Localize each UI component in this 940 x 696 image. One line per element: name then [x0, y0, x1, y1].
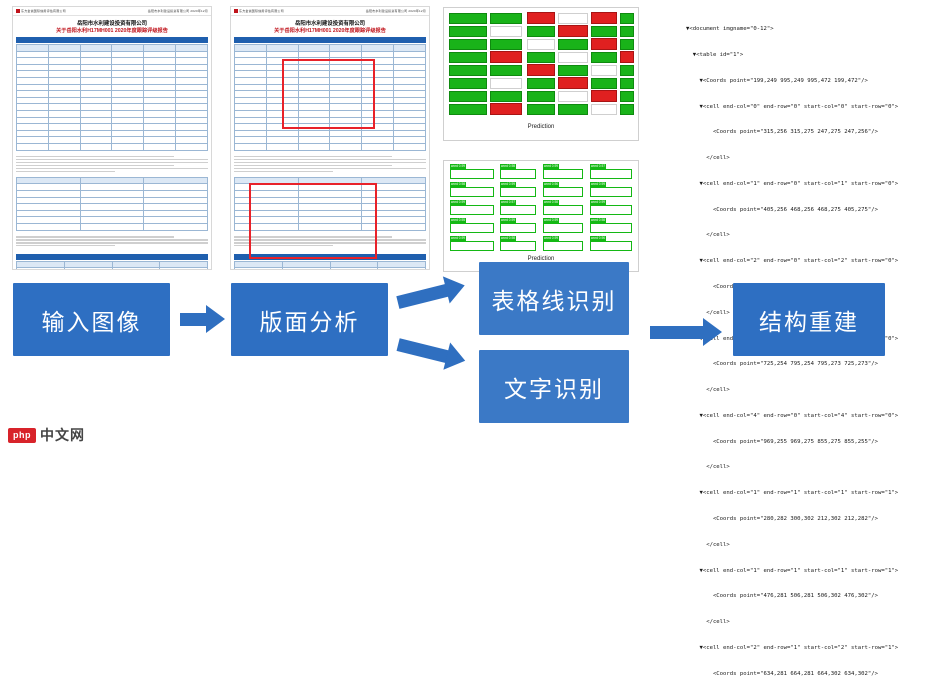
xml-line: <Coords point="634,281 664,281 664,302 6… — [686, 670, 878, 677]
doc2-header-right: 岳阳市水利建设投资有限公司 2020年12月 — [365, 9, 426, 13]
xml-line: ▼<cell end-col="1" end-row="1" start-col… — [686, 490, 899, 497]
doc1-topbar: 东方金诚国际信用评估有限公司 岳阳市水利建设投资有限公司 2020年12月 — [13, 7, 211, 16]
doc2-logo: 东方金诚国际信用评估有限公司 — [234, 8, 284, 14]
xml-line: <Coords point="405,256 468,256 468,275 4… — [686, 206, 878, 213]
table-line-detection-panel: Prediction — [443, 7, 639, 141]
doc1-bond-title: 关于岳阳水利H17MH001 2020年度跟踪评级报告 — [56, 28, 168, 34]
arrow-input-to-layout — [180, 305, 225, 333]
xml-line: </cell> — [686, 619, 730, 626]
doc1-table-1 — [16, 44, 208, 151]
xml-line: ▼<cell end-col="1" end-row="0" start-col… — [686, 180, 899, 187]
structure-xml-output: ▼<document imgname="0-12"> ▼<table id="1… — [686, 8, 936, 677]
watermark: php 中文网 — [8, 425, 85, 445]
arrow-layout-to-text — [394, 330, 474, 377]
xml-line: ▼<cell end-col="1" end-row="1" start-col… — [686, 567, 899, 574]
layout-detection-box-2 — [249, 183, 377, 259]
doc2-header-left: 东方金诚国际信用评估有限公司 — [239, 9, 284, 13]
doc1-table-3 — [16, 260, 208, 269]
doc2-bond-title: 关于岳阳水利H17MH001 2020年度跟踪评级报告 — [274, 28, 386, 34]
xml-line: </cell> — [686, 309, 730, 316]
xml-line: <Coords point="725,254 795,254 795,273 7… — [686, 361, 878, 368]
table-line-prediction-caption: Prediction — [527, 124, 555, 130]
ocr-prediction-caption: Prediction — [527, 256, 555, 262]
doc2-topbar: 东方金诚国际信用评估有限公司 岳阳市水利建设投资有限公司 2020年12月 — [231, 7, 429, 16]
doc2-blue-band — [234, 37, 426, 43]
stage-text-recognition-label: 文字识别 — [504, 375, 604, 402]
stage-table-line-recognition-label: 表格线识别 — [491, 287, 617, 314]
doc1-table-2 — [16, 176, 208, 231]
doc2-table-1 — [234, 44, 426, 151]
arrow-layout-to-table — [394, 270, 474, 317]
doc1-company: 岳阳市水利建设投资有限公司 — [76, 21, 148, 27]
xml-line: </cell> — [686, 541, 730, 548]
stage-layout-analysis-label: 版面分析 — [259, 308, 360, 335]
xml-line: </cell> — [686, 387, 730, 394]
stage-text-recognition[interactable]: 文字识别 — [479, 350, 629, 423]
stage-input-image-label: 输入图像 — [41, 308, 142, 335]
xml-line: </cell> — [686, 155, 730, 162]
php-logo: php — [8, 427, 36, 443]
stage-layout-analysis[interactable]: 版面分析 — [231, 283, 388, 356]
xml-line: ▼<document imgname="0-12"> — [686, 26, 774, 33]
xml-line: </cell> — [686, 464, 730, 471]
arrow-table-to-structure — [650, 318, 726, 346]
xml-line: <Coords point="969,255 969,275 855,275 8… — [686, 438, 878, 445]
xml-line: ▼<cell end-col="2" end-row="1" start-col… — [686, 644, 899, 651]
doc1-header-right: 岳阳市水利建设投资有限公司 2020年12月 — [147, 9, 208, 13]
xml-line: ▼<Coords point="199,249 995,249 995,472 … — [686, 77, 868, 84]
doc1-blue-band — [16, 37, 208, 43]
xml-line: <Coords point="476,281 506,281 506,302 4… — [686, 593, 878, 600]
stage-structure-reconstruction-label: 结构重建 — [759, 308, 859, 335]
xml-line: ▼<cell end-col="2" end-row="0" start-col… — [686, 258, 899, 265]
stage-input-image[interactable]: 输入图像 — [13, 283, 170, 356]
doc2-table-3 — [234, 260, 426, 269]
text-recognition-panel: word 0.99 word 0.98 word 0.99 word 0.97 … — [443, 160, 639, 272]
doc1-header-left: 东方金诚国际信用评估有限公司 — [21, 9, 66, 13]
xml-line: ▼<cell end-col="4" end-row="0" start-col… — [686, 412, 899, 419]
stage-structure-reconstruction[interactable]: 结构重建 — [733, 283, 885, 356]
watermark-site-label: 中文网 — [40, 427, 85, 443]
layout-detection-box-1 — [282, 59, 375, 129]
xml-line: </cell> — [686, 232, 730, 239]
doc1-logo: 东方金诚国际信用评估有限公司 — [16, 8, 66, 14]
doc2-company: 岳阳市水利建设投资有限公司 — [294, 21, 366, 27]
pipeline-diagram: 东方金诚国际信用评估有限公司 岳阳市水利建设投资有限公司 2020年12月 岳阳… — [8, 6, 936, 677]
xml-line: <Coords point="280,282 300,302 212,302 2… — [686, 516, 878, 523]
xml-line: <Coords point="315,256 315,275 247,275 2… — [686, 129, 878, 136]
input-document-page: 东方金诚国际信用评估有限公司 岳阳市水利建设投资有限公司 2020年12月 岳阳… — [12, 6, 212, 270]
xml-line: ▼<cell end-col="0" end-row="0" start-col… — [686, 103, 899, 110]
stage-table-line-recognition[interactable]: 表格线识别 — [479, 262, 629, 335]
xml-line: ▼<table id="1"> — [686, 51, 744, 58]
layout-analysis-document-page: 东方金诚国际信用评估有限公司 岳阳市水利建设投资有限公司 2020年12月 岳阳… — [230, 6, 430, 270]
